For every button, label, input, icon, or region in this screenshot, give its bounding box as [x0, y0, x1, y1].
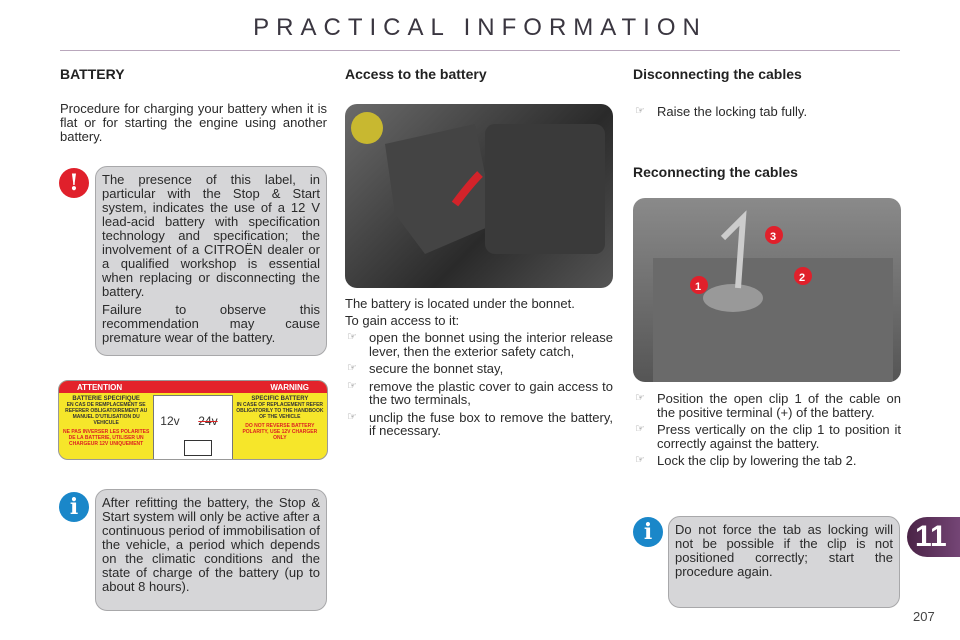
battery-heading: BATTERY — [60, 66, 125, 82]
list-item: remove the plastic cover to gain access … — [345, 379, 613, 407]
label-12v: 12v — [160, 414, 180, 428]
info-icon: i — [59, 492, 89, 522]
label-en-title: SPECIFIC BATTERY — [251, 396, 309, 402]
label-24v: 24v — [198, 414, 218, 428]
page-title: PRACTICAL INFORMATION — [253, 14, 707, 41]
engine-bay-photo — [345, 104, 613, 288]
label-fr-text: EN CAS DE REMPLACEMENT SE REFERER OBLIGA… — [65, 402, 148, 426]
svg-text:3: 3 — [770, 231, 776, 243]
list-item: secure the bonnet stay, — [345, 362, 613, 376]
label-fr-warn: NE PAS INVERSER LES POLARITES DE LA BATT… — [62, 429, 150, 447]
chapter-tab: 11 — [907, 517, 960, 557]
callout-3 — [765, 226, 783, 244]
reconnect-heading: Reconnecting the cables — [633, 164, 798, 180]
reconnect-steps: Position the open clip 1 of the cable on… — [633, 392, 901, 472]
warning-note-text: The presence of this label, in particula… — [102, 172, 320, 299]
disconnect-steps: Raise the locking tab fully. — [633, 105, 901, 123]
label-attention: ATTENTION — [77, 383, 123, 392]
access-text-2: To gain access to it: — [345, 313, 460, 328]
info-note-reconnect: Do not force the tab as locking will not… — [668, 516, 900, 608]
battery-terminal-photo: 1 2 3 — [633, 198, 901, 382]
access-heading: Access to the battery — [345, 66, 487, 82]
label-fr-title: BATTERIE SPECIFIQUE — [72, 396, 140, 402]
list-item: unclip the fuse box to remove the batter… — [345, 410, 613, 438]
info-note: After refitting the battery, the Stop & … — [95, 489, 327, 611]
battery-intro: Procedure for charging your battery when… — [60, 101, 327, 144]
arrow-icon — [451, 171, 483, 207]
access-steps: open the bonnet using the interior relea… — [345, 331, 613, 442]
svg-text:1: 1 — [695, 281, 701, 293]
warning-icon: ! — [59, 168, 89, 198]
engine-bay-illustration — [351, 112, 605, 254]
label-en-warn: DO NOT REVERSE BATTERY POLARITY, USE 12V… — [242, 423, 318, 441]
list-item: Press vertically on the clip 1 to positi… — [633, 423, 901, 450]
list-item: Position the open clip 1 of the cable on… — [633, 392, 901, 419]
info-icon: i — [633, 517, 663, 547]
list-item: Raise the locking tab fully. — [633, 105, 901, 119]
label-en-text: IN CASE OF REPLACEMENT REFER OBLIGATORIL… — [236, 402, 324, 420]
callout-2 — [794, 267, 812, 285]
label-warning: WARNING — [270, 383, 309, 392]
disconnect-heading: Disconnecting the cables — [633, 66, 802, 82]
svg-text:2: 2 — [799, 272, 805, 284]
warning-note: The presence of this label, in particula… — [95, 166, 327, 356]
page-number: 207 — [913, 609, 935, 624]
callout-1 — [690, 276, 708, 294]
info-note-text: Do not force the tab as locking will not… — [675, 522, 893, 579]
battery-icon — [184, 440, 213, 456]
list-item: open the bonnet using the interior relea… — [345, 331, 613, 358]
list-item: Lock the clip by lowering the tab 2. — [633, 454, 901, 468]
battery-warning-label: ATTENTION WARNING BATTERIE SPECIFIQUE EN … — [58, 380, 328, 460]
info-note-text: After refitting the battery, the Stop & … — [102, 495, 320, 594]
access-text-1: The battery is located under the bonnet. — [345, 296, 575, 311]
divider — [60, 50, 900, 51]
warning-note-text: Failure to observe this recommendation m… — [102, 302, 320, 345]
